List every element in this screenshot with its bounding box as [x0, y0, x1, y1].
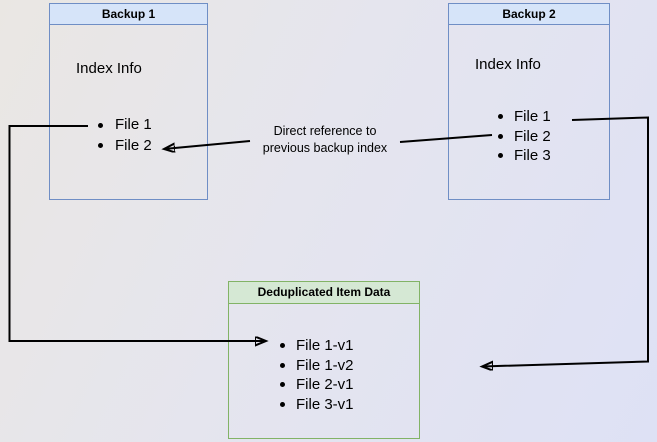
edge-label-line-2: previous backup index — [262, 141, 388, 155]
node-backup-1-body-label: Index Info — [76, 60, 142, 77]
node-backup-1-file-list: File 1 File 2 — [98, 115, 152, 156]
node-deduplicated-item-data-title: Deduplicated Item Data — [229, 282, 419, 304]
list-item: File 1 — [98, 115, 152, 136]
list-item: File 2 — [98, 136, 152, 157]
list-item: File 3-v1 — [280, 395, 354, 415]
node-backup-2: Backup 2 Index Info File 1 File 2 File 3 — [448, 3, 610, 200]
list-item: File 2-v1 — [280, 375, 354, 395]
node-deduplicated-item-data: Deduplicated Item Data File 1-v1 File 1-… — [228, 281, 420, 439]
node-deduplicated-item-data-file-list: File 1-v1 File 1-v2 File 2-v1 File 3-v1 — [280, 336, 354, 414]
node-backup-1: Backup 1 Index Info File 1 File 2 — [49, 3, 208, 200]
edge-label-direct-reference: Direct reference to previous backup inde… — [232, 123, 418, 157]
list-item: File 1-v2 — [280, 356, 354, 376]
list-item: File 3 — [498, 146, 551, 166]
node-backup-2-title: Backup 2 — [449, 4, 609, 25]
list-item: File 1 — [498, 107, 551, 127]
node-backup-1-title: Backup 1 — [50, 4, 207, 25]
edge-label-line-1: Direct reference to — [273, 124, 377, 138]
node-backup-2-body-label: Index Info — [475, 56, 541, 73]
list-item: File 2 — [498, 127, 551, 147]
list-item: File 1-v1 — [280, 336, 354, 356]
node-backup-2-file-list: File 1 File 2 File 3 — [498, 107, 551, 166]
